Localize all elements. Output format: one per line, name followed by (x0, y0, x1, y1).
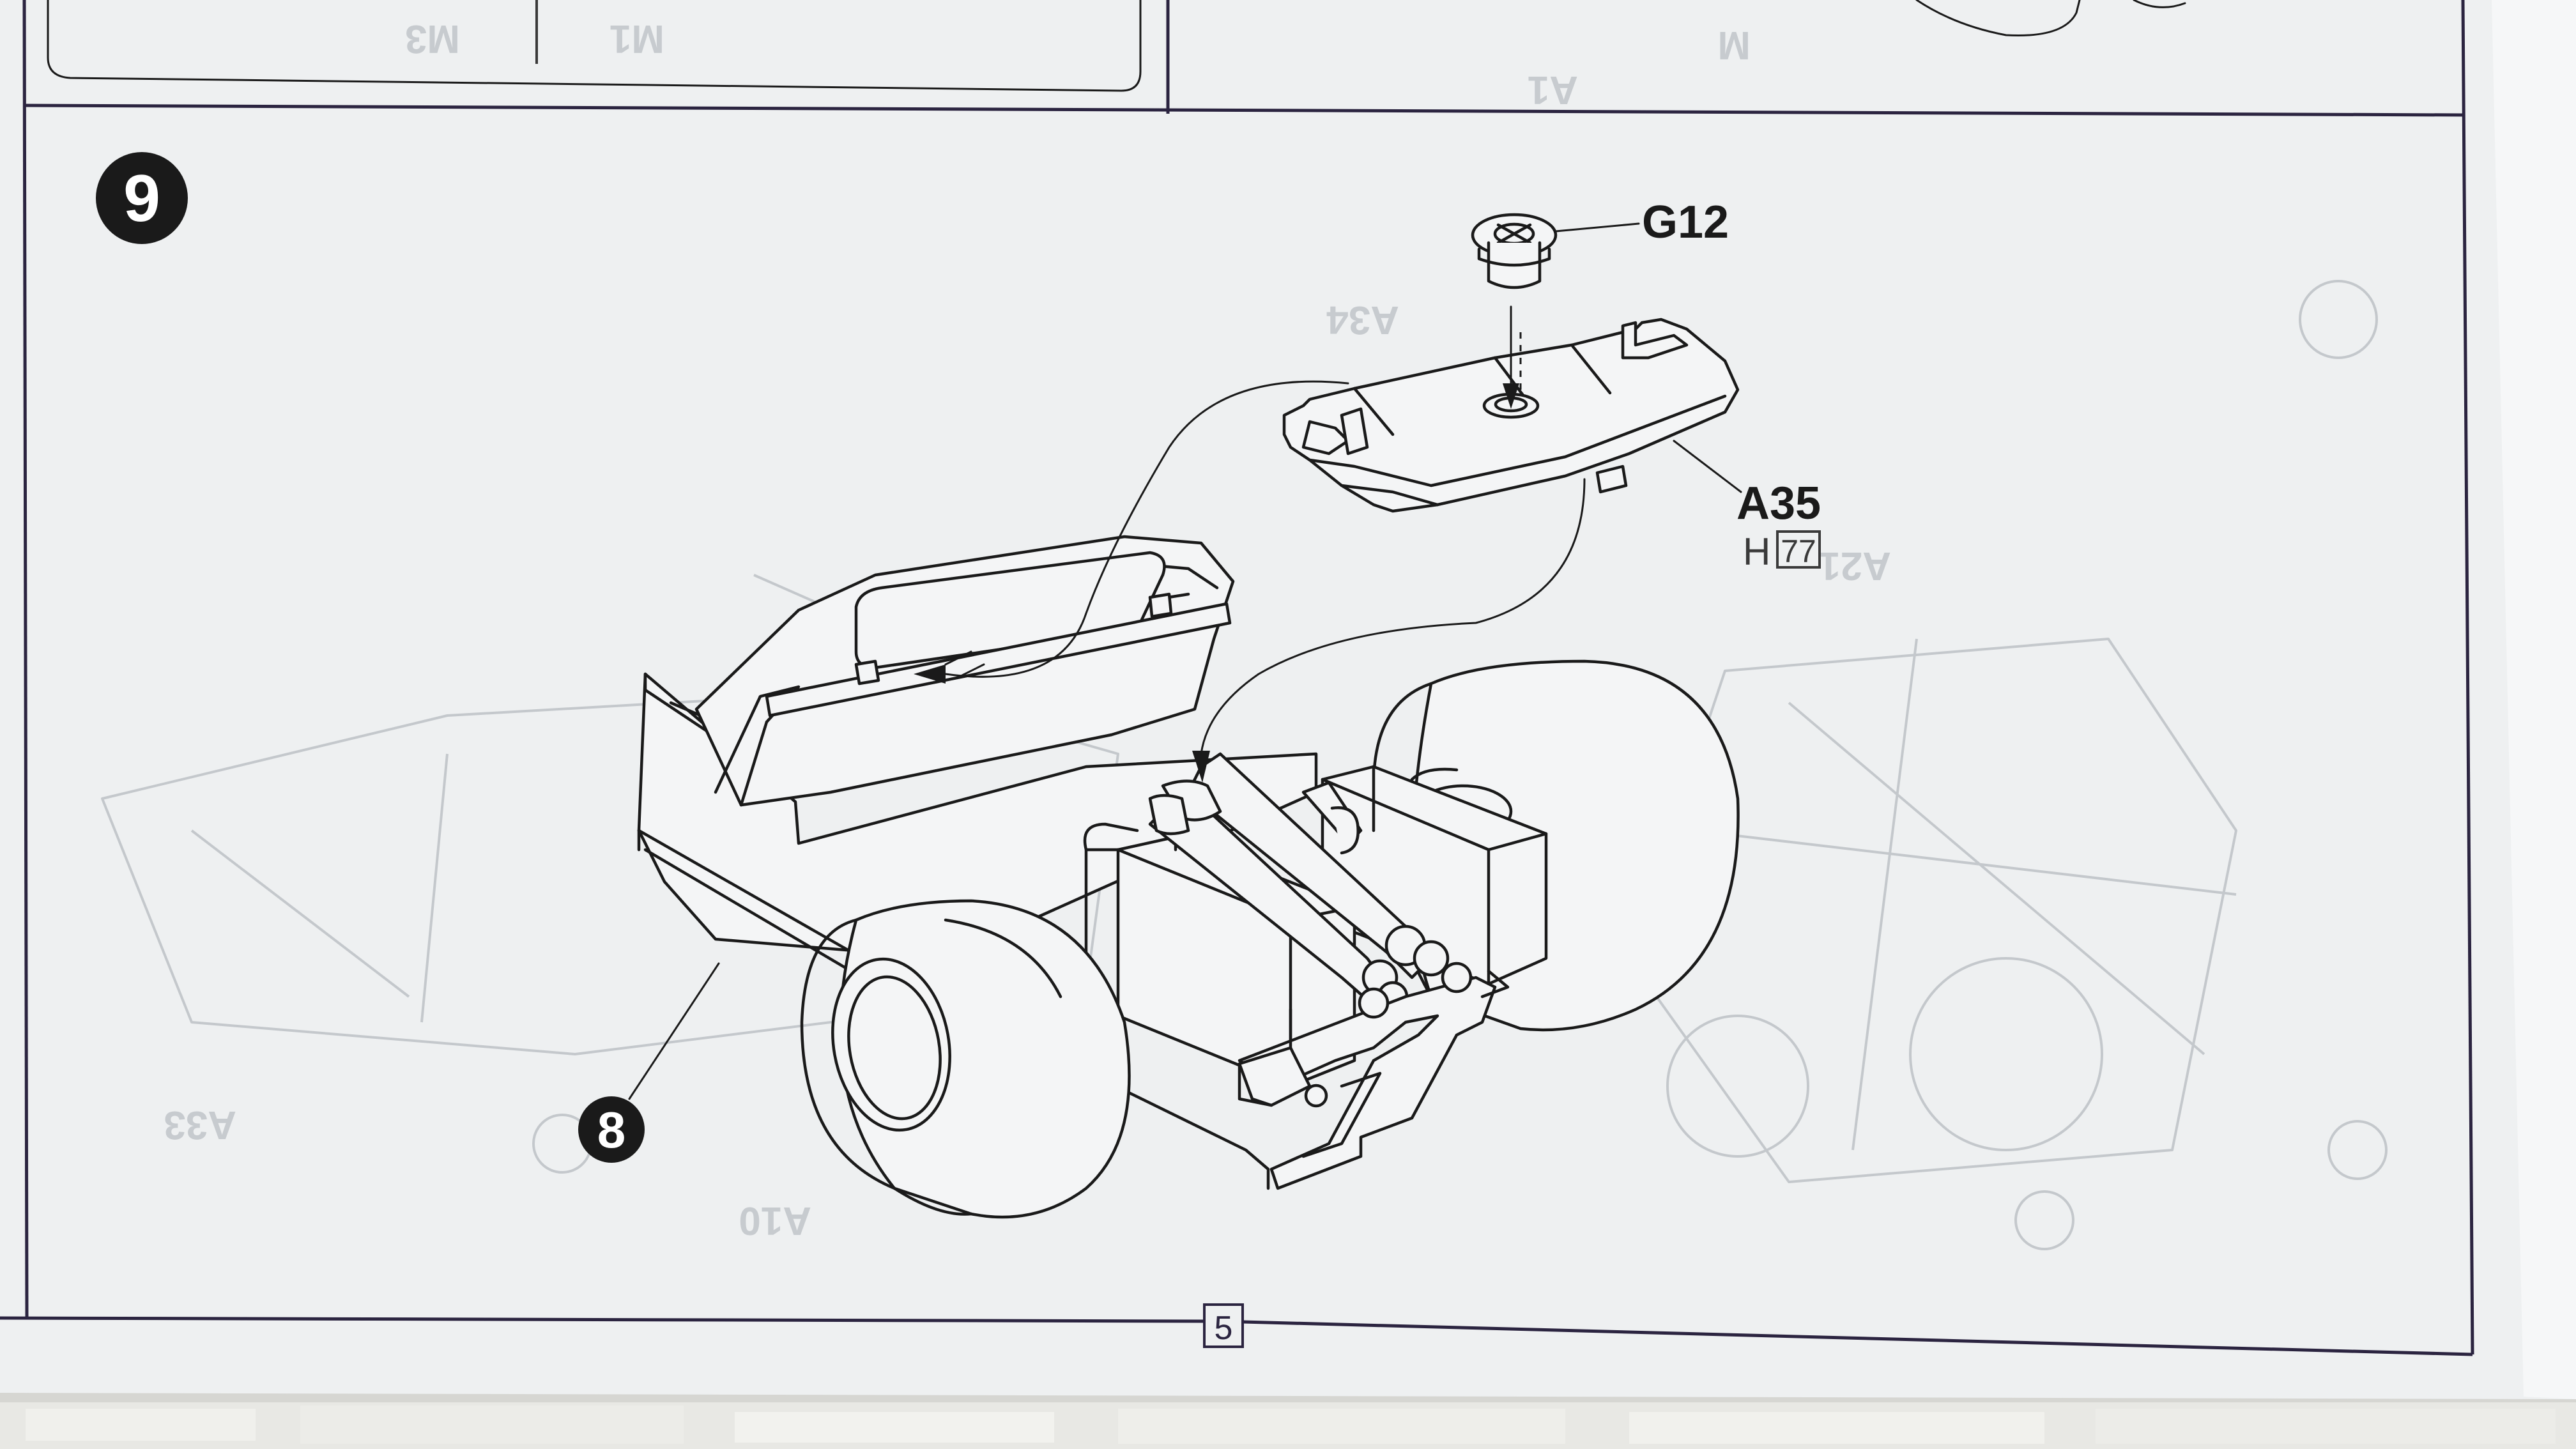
page-number: 5 (1215, 1310, 1233, 1347)
svg-text:M1: M1 (610, 17, 664, 61)
paint-code-a35: H 77 (1743, 530, 1821, 573)
step-number: 9 (123, 162, 160, 236)
svg-text:M: M (1717, 23, 1751, 67)
page-number-box: 5 (1203, 1303, 1244, 1348)
part-g12-drawing (1471, 213, 1558, 289)
svg-text:A33: A33 (164, 1103, 236, 1147)
sub-assembly-number: 8 (597, 1101, 626, 1158)
svg-text:A21: A21 (1818, 544, 1891, 588)
paper-highlight (2492, 0, 2576, 1399)
label-a35: A35 (1736, 478, 1821, 529)
part-a35-drawing (1282, 318, 1740, 513)
svg-text:A10: A10 (739, 1199, 811, 1243)
svg-text:A34: A34 (1326, 298, 1399, 342)
paint-code: 77 (1781, 533, 1816, 569)
svg-text:A1: A1 (1528, 68, 1578, 112)
show-through-ghost: A34 A21 A33 A10 M3 M1 A1 M (101, 17, 2388, 1250)
previous-step-remnant (47, 0, 2186, 92)
step-number-badge: 9 (96, 152, 188, 244)
leader-lines (628, 222, 1742, 1100)
table-texture (0, 1402, 2576, 1449)
paint-prefix: H (1743, 530, 1770, 573)
assembly-arrows (914, 305, 1586, 783)
paper-sheet (0, 0, 2576, 1399)
sub-assembly-badge: 8 (578, 1096, 645, 1163)
svg-text:M3: M3 (405, 17, 460, 61)
panel-frame (0, 0, 2474, 1356)
label-g12: G12 (1642, 197, 1729, 248)
chassis-assembly-drawing (637, 535, 1740, 1219)
rear-bulkhead-bar (765, 602, 1232, 717)
wing-pivot (1238, 1046, 1312, 1107)
